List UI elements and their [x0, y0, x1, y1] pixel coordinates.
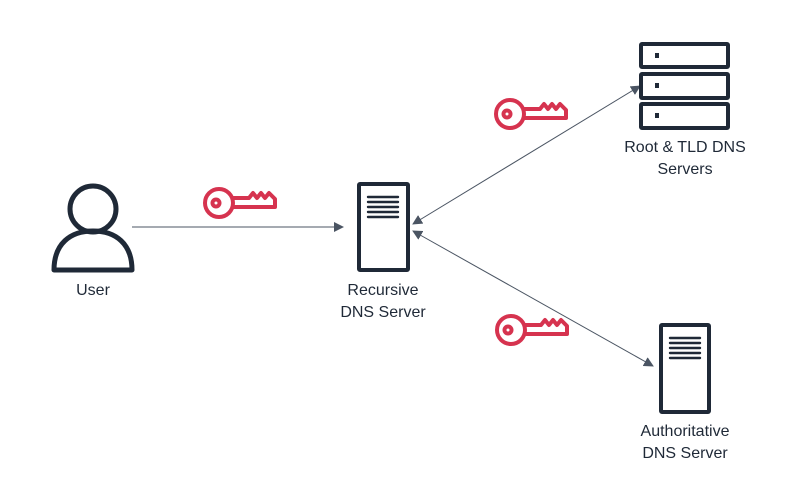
recursive-label-line1: Recursive	[347, 282, 419, 299]
user-icon	[51, 183, 135, 273]
key-icon	[203, 187, 277, 219]
edge-recursive-authoritative	[412, 230, 654, 367]
edge-recursive-root	[412, 85, 641, 225]
root-tld-label-line2: Servers	[657, 161, 713, 178]
server-icon	[659, 323, 711, 414]
authoritative-label-line1: Authoritative	[640, 423, 730, 440]
user-label-text: User	[76, 282, 110, 299]
recursive-label-line2: DNS Server	[340, 304, 426, 321]
server-rack-icon	[639, 42, 730, 130]
recursive-dns-server-label: Recursive DNS Server	[323, 280, 443, 324]
root-tld-dns-servers-label: Root & TLD DNS Servers	[605, 137, 765, 181]
root-tld-label-line1: Root & TLD DNS	[624, 139, 746, 156]
server-icon	[357, 182, 410, 272]
authoritative-dns-server-label: Authoritative DNS Server	[615, 421, 755, 465]
key-icon	[494, 98, 568, 130]
authoritative-label-line2: DNS Server	[642, 445, 728, 462]
key-icon	[495, 314, 569, 346]
user-label: User	[53, 280, 133, 302]
